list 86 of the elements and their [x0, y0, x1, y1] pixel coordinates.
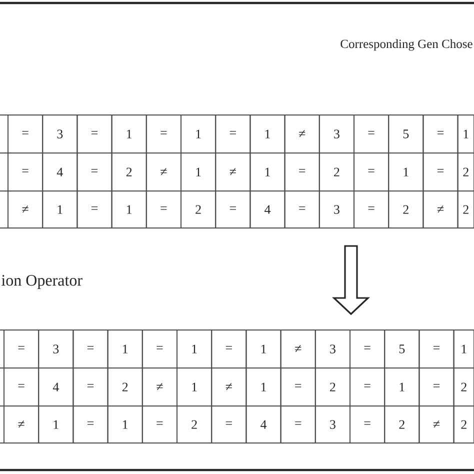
table-cell: =: [72, 330, 108, 368]
table-cell: ≠: [4, 406, 40, 444]
table-cell: 1: [180, 152, 216, 192]
table-cell: =: [215, 114, 251, 154]
table-cell: ≠: [215, 152, 251, 192]
table-cell: 1: [180, 114, 216, 154]
table-cell: =: [211, 330, 247, 368]
table-cell: =: [280, 368, 316, 406]
table-cell: 2: [180, 190, 216, 228]
table-cell: 1: [176, 368, 212, 406]
table-cell: =: [215, 190, 251, 228]
table-cell: 3: [42, 114, 78, 154]
table-cell: =: [4, 368, 40, 406]
table-cell: 2: [384, 406, 420, 444]
table-cell: 5: [388, 114, 424, 154]
table-cell: 5: [384, 330, 420, 368]
table-cell: =: [76, 190, 112, 228]
table-cell: 1: [176, 330, 212, 368]
table-cell: =: [72, 368, 108, 406]
table-cell: =: [284, 152, 320, 192]
table-cell: ≠: [8, 190, 44, 228]
table-cell: =: [418, 330, 454, 368]
table-cell: 1: [246, 330, 282, 368]
table-cell: =: [4, 330, 40, 368]
table-cell: 2: [314, 368, 350, 406]
table-cell: ≠: [284, 114, 320, 154]
table-cell: =: [146, 190, 182, 228]
table-cell: =: [72, 406, 108, 444]
table-cell: =: [8, 114, 44, 154]
table-cell: 2: [107, 368, 143, 406]
table-cell: 3: [314, 406, 350, 444]
heading: Corresponding Gen Chose: [340, 39, 472, 51]
table-cell: 2: [457, 152, 474, 192]
table-cell: =: [76, 114, 112, 154]
table-cell: =: [354, 190, 390, 228]
table-cell: =: [418, 368, 454, 406]
table-cell: =: [350, 330, 386, 368]
table-cell: 3: [318, 114, 354, 154]
table-cell: 1: [457, 114, 474, 154]
table-cell: 3: [318, 190, 354, 228]
table-cell: 2: [388, 190, 424, 228]
table-cell: 2: [457, 190, 474, 228]
table-cell: 2: [176, 406, 212, 444]
table-cell: =: [280, 406, 316, 444]
table-cell: ≠: [418, 406, 454, 444]
table-cell: 1: [111, 114, 147, 154]
table-cell: 1: [42, 190, 78, 228]
table-cell: 1: [246, 368, 282, 406]
table-cell: =: [422, 152, 458, 192]
table-cell: 1: [384, 368, 420, 406]
table-cell: 4: [246, 406, 282, 444]
table-cell: 1: [250, 152, 286, 192]
table-cell: ≠: [280, 330, 316, 368]
table-cell: 1: [250, 114, 286, 154]
table-cell: 4: [38, 368, 74, 406]
table-cell: 2: [453, 368, 474, 406]
table-cell: 1: [107, 330, 143, 368]
table-cell: =: [354, 114, 390, 154]
table-cell: =: [146, 114, 182, 154]
table-cell: =: [350, 406, 386, 444]
table-cell: =: [354, 152, 390, 192]
table-cell: ≠: [142, 368, 178, 406]
table-cell: =: [142, 330, 178, 368]
table-cell: ≠: [211, 368, 247, 406]
table-cell: =: [76, 152, 112, 192]
table-cell: 2: [111, 152, 147, 192]
table-cell: 4: [250, 190, 286, 228]
table-cell: =: [350, 368, 386, 406]
table-cell: 1: [107, 406, 143, 444]
table-cell: 3: [314, 330, 350, 368]
table-cell: =: [142, 406, 178, 444]
table-cell: =: [8, 152, 44, 192]
table-cell: 1: [38, 406, 74, 444]
table-cell: 4: [42, 152, 78, 192]
table-cell: 1: [111, 190, 147, 228]
table-cell: 2: [453, 406, 474, 444]
table-cell: ≠: [422, 190, 458, 228]
table-cell: ≠: [146, 152, 182, 192]
table-cell: =: [211, 406, 247, 444]
table-cell: 1: [388, 152, 424, 192]
table-cell: 1: [453, 330, 474, 368]
table-cell: =: [284, 190, 320, 228]
heading: ion Operator: [2, 275, 82, 289]
table-cell: =: [422, 114, 458, 154]
table-cell: 2: [318, 152, 354, 192]
table-cell: 3: [38, 330, 74, 368]
